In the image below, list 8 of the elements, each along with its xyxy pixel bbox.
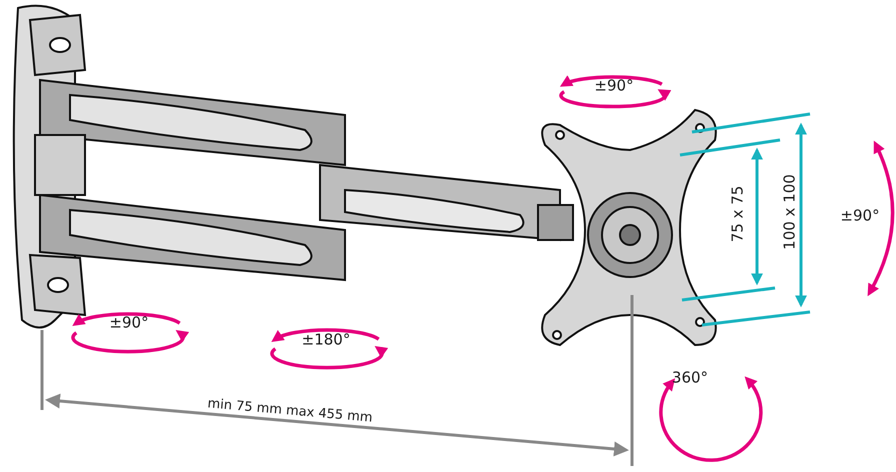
dimension-label: 100 x 100	[782, 174, 798, 250]
dimension-label: ±90°	[840, 208, 880, 224]
dimension-label: 360°	[672, 370, 708, 386]
dimension-label: min 75 mm max 455 mm	[207, 397, 373, 425]
dimension-label: ±90°	[594, 78, 634, 94]
dimension-label: ±180°	[302, 332, 350, 348]
dimension-label: ±90°	[109, 316, 149, 330]
dimension-label: 75 x 75	[730, 186, 746, 242]
